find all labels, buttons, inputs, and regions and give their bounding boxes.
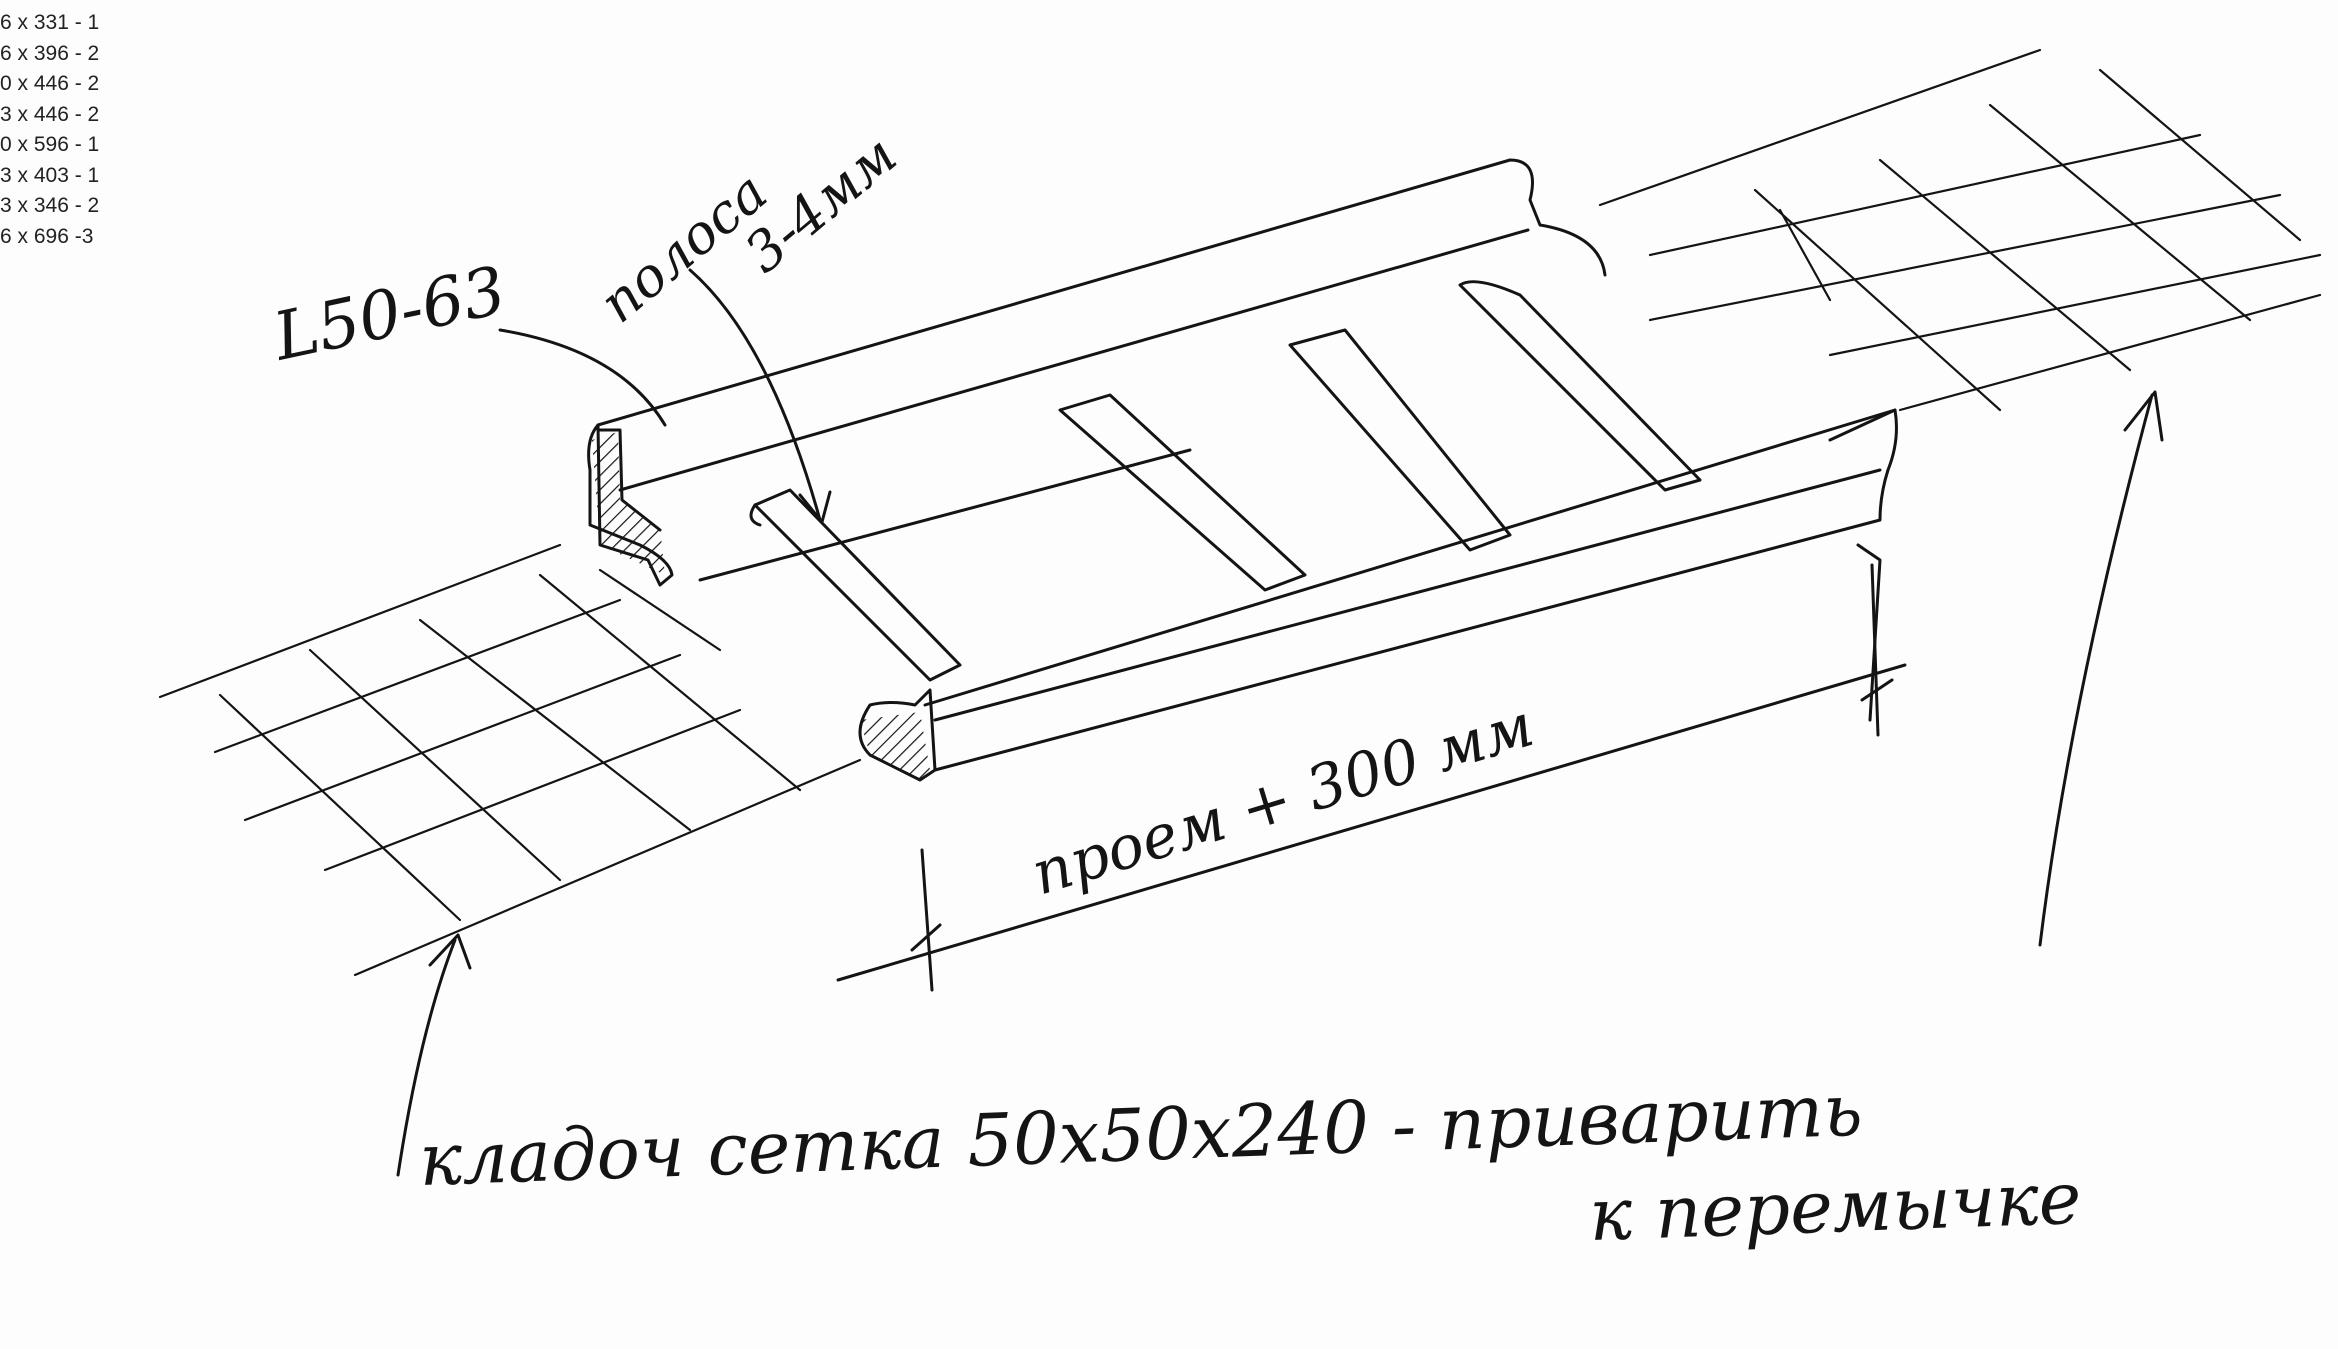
front-angle-section-hatch [860,712,930,780]
right-mesh [1598,48,2322,412]
dimension-item: 6 x 696 -3 [0,224,94,248]
dimension-list: 6 x 331 - 1 6 x 396 - 2 0 x 446 - 2 3 x … [0,8,99,252]
angle-profile-label: L50-63 [266,252,512,376]
dimension-item: 3 x 346 - 2 [0,194,100,217]
welded-strips [749,280,1702,682]
span-dimension-label: проем + 300 мм [1024,690,1542,909]
dimension-item: 3 x 446 - 2 [0,102,100,126]
dimension-item: 3 x 403 - 1 [0,163,100,187]
back-angle-section-hatch [592,432,665,575]
note-line-2: к перемычке [1588,1156,2083,1257]
dimension-item: 0 x 446 - 2 [0,72,100,95]
leader-arrows [396,268,2164,1177]
front-angle-profile [858,408,1898,782]
dimension-item: 6 x 396 - 2 [0,41,100,65]
span-dimension-line [836,563,1907,992]
dimension-item: 6 x 331 - 1 [0,11,100,34]
left-mesh [158,543,862,977]
dimension-item: 0 x 596 - 1 [0,133,100,156]
